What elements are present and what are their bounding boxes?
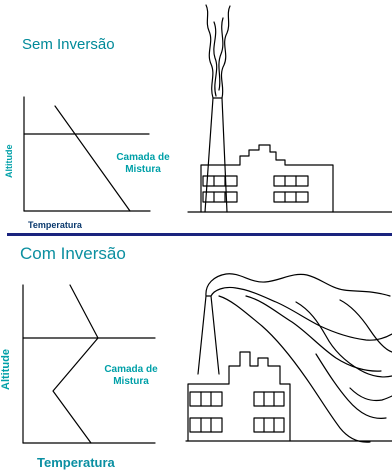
bottom-window-4: [253, 417, 285, 433]
top-mixing-layer-line2: Mistura: [125, 164, 161, 175]
bottom-mixing-layer-label: Camada de Mistura: [97, 364, 165, 388]
bottom-chimney: [197, 295, 220, 375]
bottom-roof-profile: [187, 351, 291, 442]
bottom-temperature-axis-label: Temperatura: [37, 455, 115, 470]
bottom-mixing-layer-line1: Camada de: [104, 364, 158, 375]
top-smoke-inner2: [218, 17, 224, 91]
top-smoke-right: [220, 5, 231, 99]
bottom-plume-inner4: [339, 299, 392, 353]
bottom-graph: [22, 284, 156, 444]
bottom-factory: [185, 273, 392, 443]
top-smoke-left: [205, 4, 214, 99]
title-sem-inversao: Sem Inversão: [22, 36, 115, 53]
bottom-temperature-profile: [52, 284, 99, 444]
top-factory: [187, 4, 392, 213]
bottom-plume-inner3: [295, 301, 392, 378]
bottom-plume-inner1: [210, 286, 392, 341]
top-graph: [23, 96, 151, 212]
bottom-plume-lower2: [315, 353, 387, 419]
top-mixing-layer-line1: Camada de: [116, 152, 170, 163]
bottom-plume-upper: [205, 273, 391, 297]
bottom-window-2: [189, 417, 223, 433]
top-smoke-inner: [213, 21, 218, 97]
top-window-1: [202, 175, 238, 187]
bottom-window-3: [253, 391, 285, 407]
top-temperature-axis-label: Temperatura: [28, 220, 82, 230]
title-com-inversao: Com Inversão: [20, 244, 126, 263]
top-mixing-layer-label: Camada de Mistura: [107, 152, 179, 176]
bottom-plume-lower3: [349, 387, 392, 402]
top-temperature-profile: [54, 105, 131, 212]
top-window-2: [202, 191, 238, 203]
bottom-plume-inner2: [245, 295, 382, 372]
top-window-4: [273, 191, 309, 203]
top-roof-profile: [200, 144, 334, 213]
bottom-mixing-layer-line2: Mistura: [113, 376, 149, 387]
section-divider: [7, 233, 392, 236]
top-window-3: [273, 175, 309, 187]
bottom-plume-lower: [218, 295, 371, 443]
bottom-window-1: [189, 391, 223, 407]
top-chimney: [204, 97, 228, 213]
